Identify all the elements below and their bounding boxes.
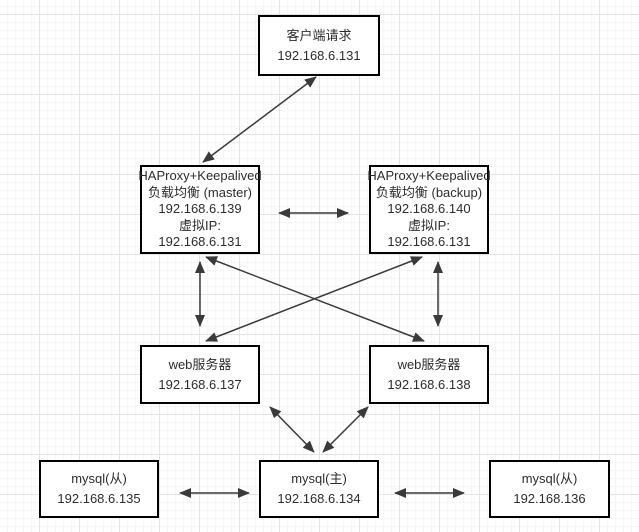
node-text-line: web服务器 xyxy=(168,356,232,372)
node-text-line: 虚拟IP: xyxy=(408,217,450,233)
node-mysql-master[interactable]: mysql(主) 192.168.6.134 xyxy=(259,460,379,518)
node-text-line: 192.168.6.131 xyxy=(158,234,242,250)
node-text-line: 192.168.6.137 xyxy=(158,376,242,392)
node-text-line: 虚拟IP: xyxy=(179,217,221,233)
node-web-server-right[interactable]: web服务器 192.168.6.138 xyxy=(369,345,489,404)
node-text-line: 192.168.6.135 xyxy=(57,491,141,506)
node-text-line: 192.168.6.131 xyxy=(387,234,471,250)
node-text-line: 192.168.6.138 xyxy=(387,376,471,392)
edge-lb_master-to-web_right xyxy=(205,256,425,342)
node-haproxy-master[interactable]: HAProxy+Keepalived 负载均衡 (master) 192.168… xyxy=(138,165,262,254)
node-text-line: 192.168.6.139 xyxy=(158,201,242,217)
node-text-line: 192.168.6.140 xyxy=(387,201,471,217)
node-mysql-slave-left[interactable]: mysql(从) 192.168.6.135 xyxy=(39,460,159,518)
node-web-server-left[interactable]: web服务器 192.168.6.137 xyxy=(140,345,260,404)
node-text-line: 客户端请求 xyxy=(286,27,352,43)
node-text-line: 192.168.6.134 xyxy=(277,491,361,506)
node-text-line: 192.168.6.131 xyxy=(277,47,361,63)
edge-web_right-to-mysql_master xyxy=(322,406,369,453)
edge-web_left-to-mysql_master xyxy=(269,406,315,453)
node-text-line: mysql(从) xyxy=(521,471,578,486)
node-text-line: 负载均衡 (backup) xyxy=(375,184,483,200)
node-text-line: HAProxy+Keepalived xyxy=(367,168,491,184)
edge-lb_backup-to-web_left xyxy=(205,256,423,342)
node-text-line: mysql(从) xyxy=(71,471,127,486)
node-mysql-slave-right[interactable]: mysql(从) 192.168.136 xyxy=(489,460,610,518)
node-client-request[interactable]: 客户端请求 192.168.6.131 xyxy=(258,15,380,76)
node-text-line: 192.168.136 xyxy=(513,491,586,506)
node-text-line: HAProxy+Keepalived xyxy=(138,168,262,184)
node-text-line: mysql(主) xyxy=(291,471,347,486)
node-text-line: 负载均衡 (master) xyxy=(147,184,252,200)
node-text-line: web服务器 xyxy=(397,356,461,372)
edge-client-to-lb_master xyxy=(202,76,317,163)
node-haproxy-backup[interactable]: HAProxy+Keepalived 负载均衡 (backup) 192.168… xyxy=(367,165,491,254)
